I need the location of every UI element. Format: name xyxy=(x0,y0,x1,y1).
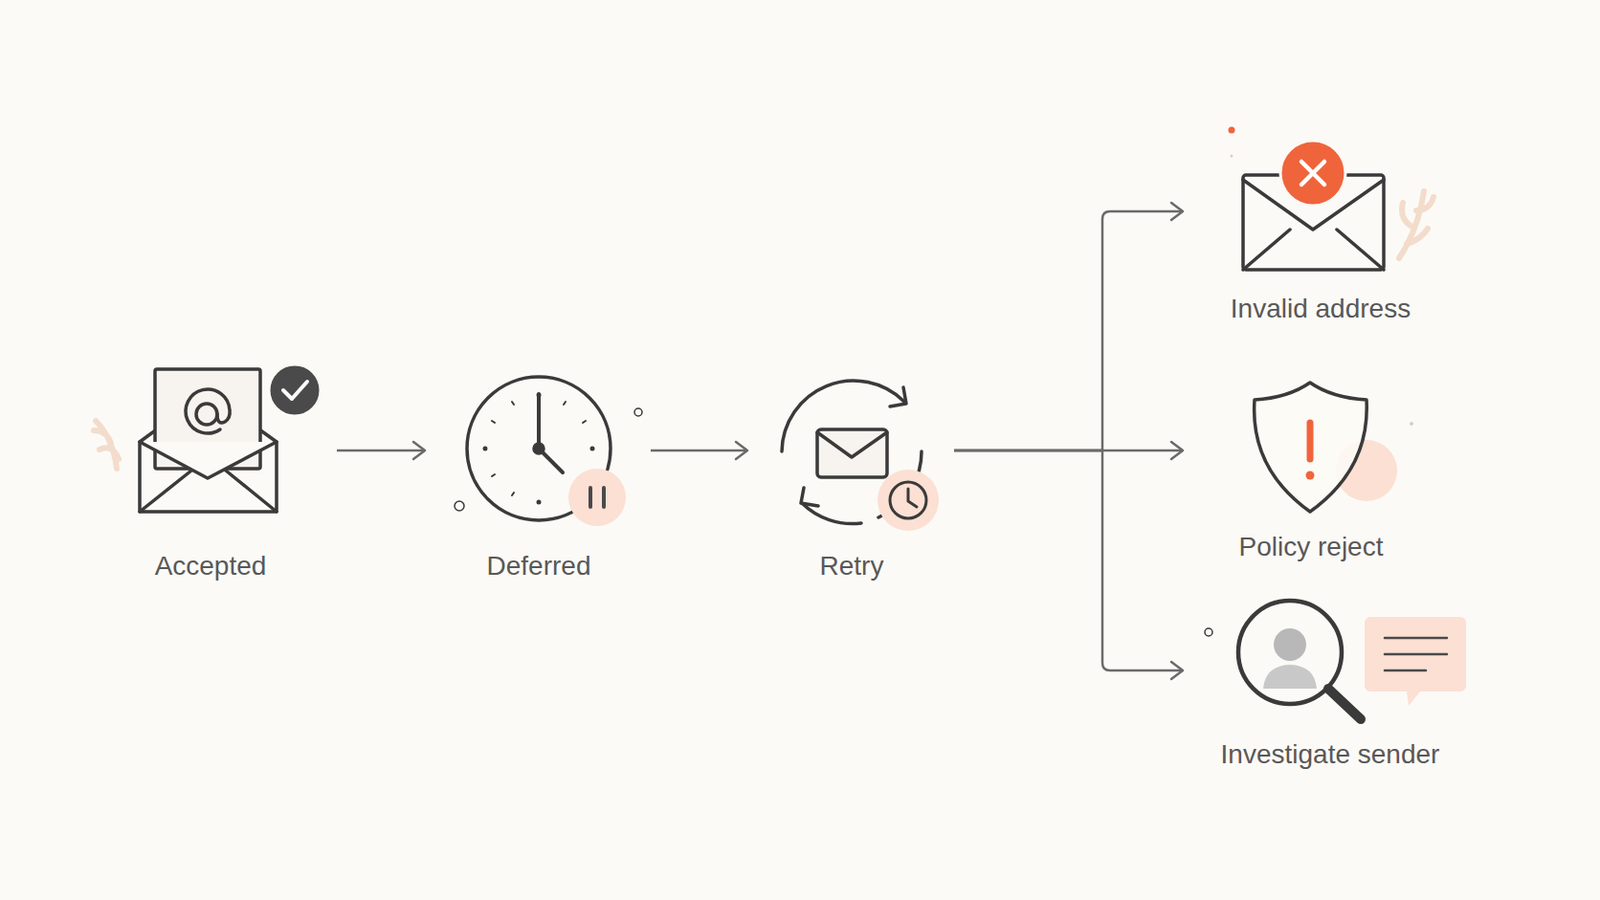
flow-arrow xyxy=(954,450,1183,680)
flow-arrow xyxy=(650,442,748,460)
invalid-envelope-icon xyxy=(1228,127,1435,271)
invalid-address-node: Invalid address xyxy=(1186,133,1455,327)
magnifier-icon xyxy=(1204,600,1467,720)
node-label: Policy reject xyxy=(1186,530,1436,565)
flow-arrow xyxy=(954,202,1183,451)
investigate-node: Investigate sender xyxy=(1186,598,1474,773)
flow-arrow xyxy=(336,442,425,460)
node-label: Deferred xyxy=(428,549,649,584)
policy-reject-node: Policy reject xyxy=(1186,377,1436,565)
accepted-node: Accepted xyxy=(86,363,335,584)
retry-icon xyxy=(781,380,939,532)
retry-node: Retry xyxy=(751,373,953,584)
node-label: Retry xyxy=(751,549,953,584)
node-label: Accepted xyxy=(86,549,335,584)
deferred-node: Deferred xyxy=(428,373,649,584)
node-label: Invalid address xyxy=(1186,291,1455,327)
node-label: Investigate sender xyxy=(1186,737,1474,773)
envelope-icon xyxy=(93,364,321,512)
clock-icon xyxy=(454,377,643,527)
shield-icon xyxy=(1254,382,1414,512)
